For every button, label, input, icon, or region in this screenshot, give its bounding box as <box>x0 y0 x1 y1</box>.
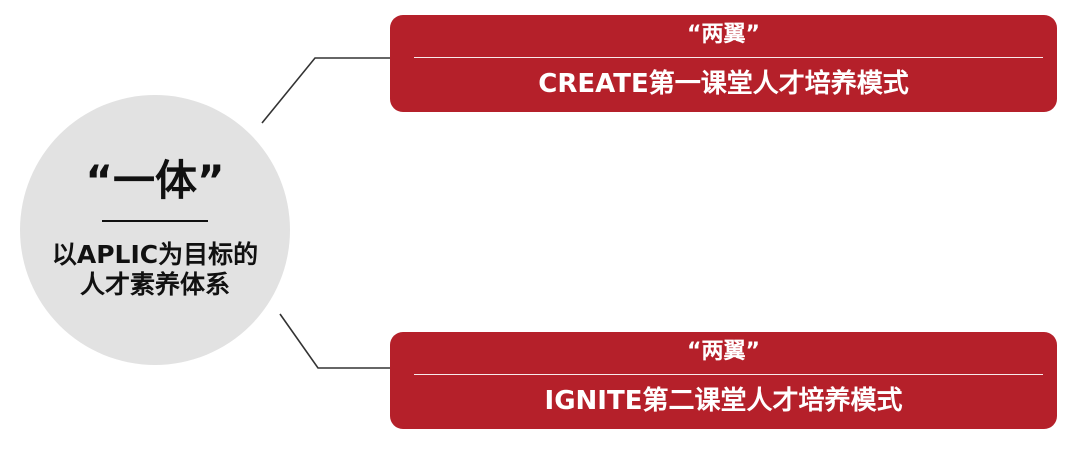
hub-description: 以APLIC为目标的 人才素养体系 <box>52 240 258 300</box>
branch-card-text: IGNITE第二课堂人才培养模式 <box>544 386 903 416</box>
branch-card-divider <box>414 57 1043 58</box>
core-hub-circle: “一体” 以APLIC为目标的 人才素养体系 <box>20 95 290 365</box>
branch-card-create: “两翼” CREATE第一课堂人才培养模式 <box>390 15 1057 112</box>
branch-card-divider <box>414 374 1043 375</box>
branch-card-quote: “两翼” <box>687 339 760 364</box>
connector-line-bottom <box>279 313 391 369</box>
hub-divider <box>102 220 208 222</box>
hub-title: “一体” <box>85 156 225 205</box>
branch-card-text: CREATE第一课堂人才培养模式 <box>538 69 909 99</box>
hub-description-line-2: 人才素养体系 <box>79 270 230 299</box>
branch-card-ignite: “两翼” IGNITE第二课堂人才培养模式 <box>390 332 1057 429</box>
branch-card-quote: “两翼” <box>687 22 760 47</box>
connector-line-top <box>261 57 391 124</box>
hub-description-line-1: 以APLIC为目标的 <box>51 240 259 269</box>
